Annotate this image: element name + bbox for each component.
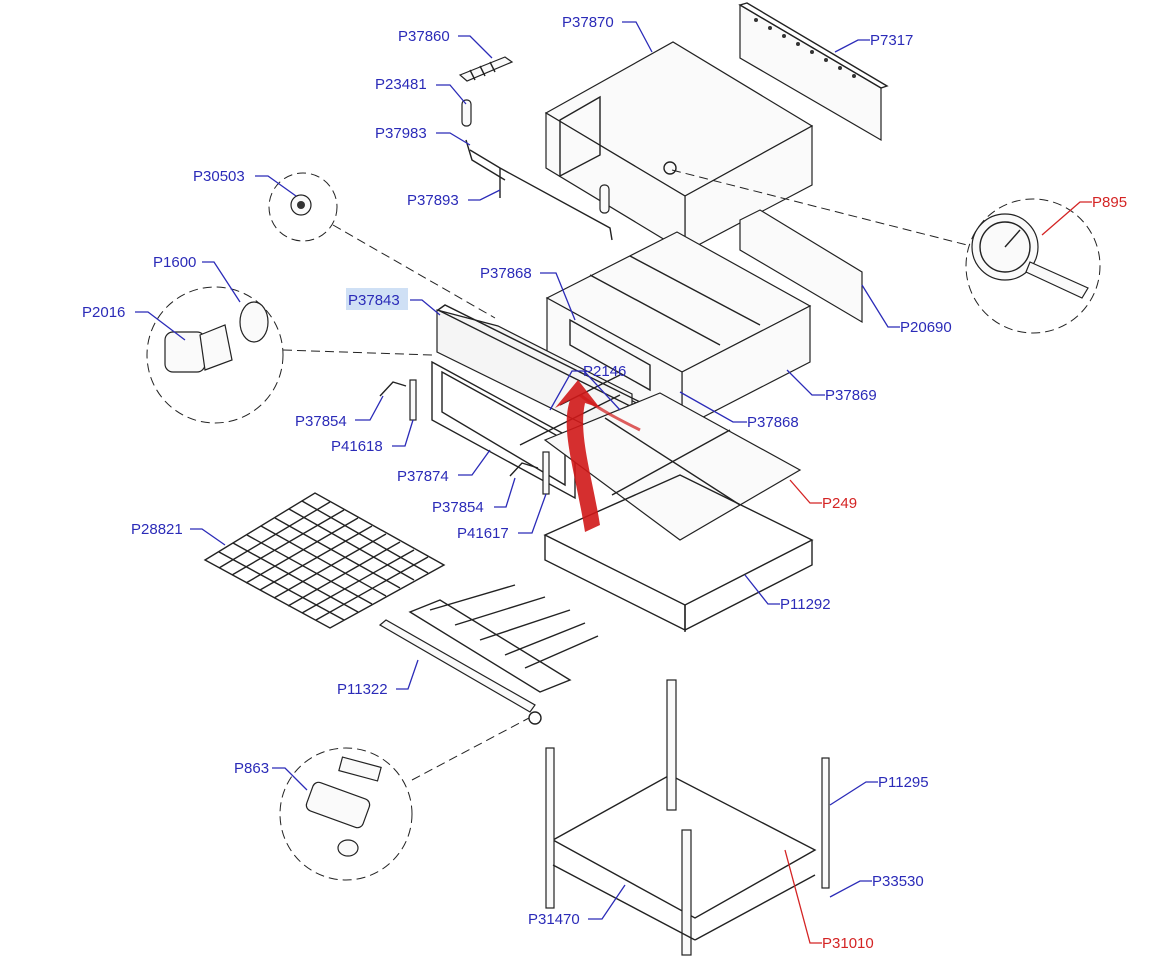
label-p2146[interactable]: P2146 xyxy=(583,363,626,380)
side-panel-part xyxy=(739,209,863,324)
label-p31010[interactable]: P31010 xyxy=(822,935,874,952)
pilot-tube-part xyxy=(461,99,472,127)
label-p41618[interactable]: P41618 xyxy=(331,438,383,455)
burner-tube-part xyxy=(469,149,613,241)
label-p30503[interactable]: P30503 xyxy=(193,168,245,185)
cooking-grid-part xyxy=(203,492,446,629)
label-p37983[interactable]: P37983 xyxy=(375,125,427,142)
label-p37854-lower[interactable]: P37854 xyxy=(432,499,484,516)
label-p37854-upper[interactable]: P37854 xyxy=(295,413,347,430)
stand-part xyxy=(545,679,830,956)
label-p11322[interactable]: P11322 xyxy=(337,681,388,698)
label-p37870[interactable]: P37870 xyxy=(562,14,614,31)
burner-comb-part xyxy=(458,56,514,82)
red-insert-arrow xyxy=(555,380,641,532)
label-p11295[interactable]: P11295 xyxy=(878,774,929,791)
label-p20690[interactable]: P20690 xyxy=(900,319,952,336)
label-p37843[interactable]: P37843 xyxy=(348,292,400,309)
label-p33530[interactable]: P33530 xyxy=(872,873,924,890)
oven-chamber-part xyxy=(545,231,812,430)
label-p863[interactable]: P863 xyxy=(234,760,269,777)
label-p37874[interactable]: P37874 xyxy=(397,468,449,485)
oven-base-frame-part xyxy=(543,474,814,632)
burner-assembly-part xyxy=(378,584,599,713)
back-panel-part xyxy=(738,2,889,142)
label-p28821[interactable]: P28821 xyxy=(131,521,183,538)
label-p249[interactable]: P249 xyxy=(822,495,857,512)
label-p37868-lower[interactable]: P37868 xyxy=(747,414,799,431)
label-highlight-p37843 xyxy=(346,288,408,310)
label-p37868-top[interactable]: P37868 xyxy=(480,265,532,282)
thermocouple-part xyxy=(465,139,506,181)
valve-connector-part xyxy=(528,711,542,725)
label-p41617[interactable]: P41617 xyxy=(457,525,509,542)
detail-circle-p30503 xyxy=(268,172,496,319)
label-p37869[interactable]: P37869 xyxy=(825,387,877,404)
label-p31470[interactable]: P31470 xyxy=(528,911,580,928)
label-p37860[interactable]: P37860 xyxy=(398,28,450,45)
label-p11292[interactable]: P11292 xyxy=(780,596,831,613)
detail-circle-p863 xyxy=(279,717,530,881)
hinge-left-part xyxy=(379,379,417,421)
label-p7317[interactable]: P7317 xyxy=(870,32,913,49)
label-p23481[interactable]: P23481 xyxy=(375,76,427,93)
label-p895[interactable]: P895 xyxy=(1092,194,1127,211)
label-p37893[interactable]: P37893 xyxy=(407,192,459,209)
leader-lines xyxy=(135,21,1092,944)
label-p2016[interactable]: P2016 xyxy=(82,304,125,321)
detail-circle-p2016 xyxy=(146,286,433,424)
label-p1600[interactable]: P1600 xyxy=(153,254,196,271)
detail-circle-p895 xyxy=(671,169,1101,334)
